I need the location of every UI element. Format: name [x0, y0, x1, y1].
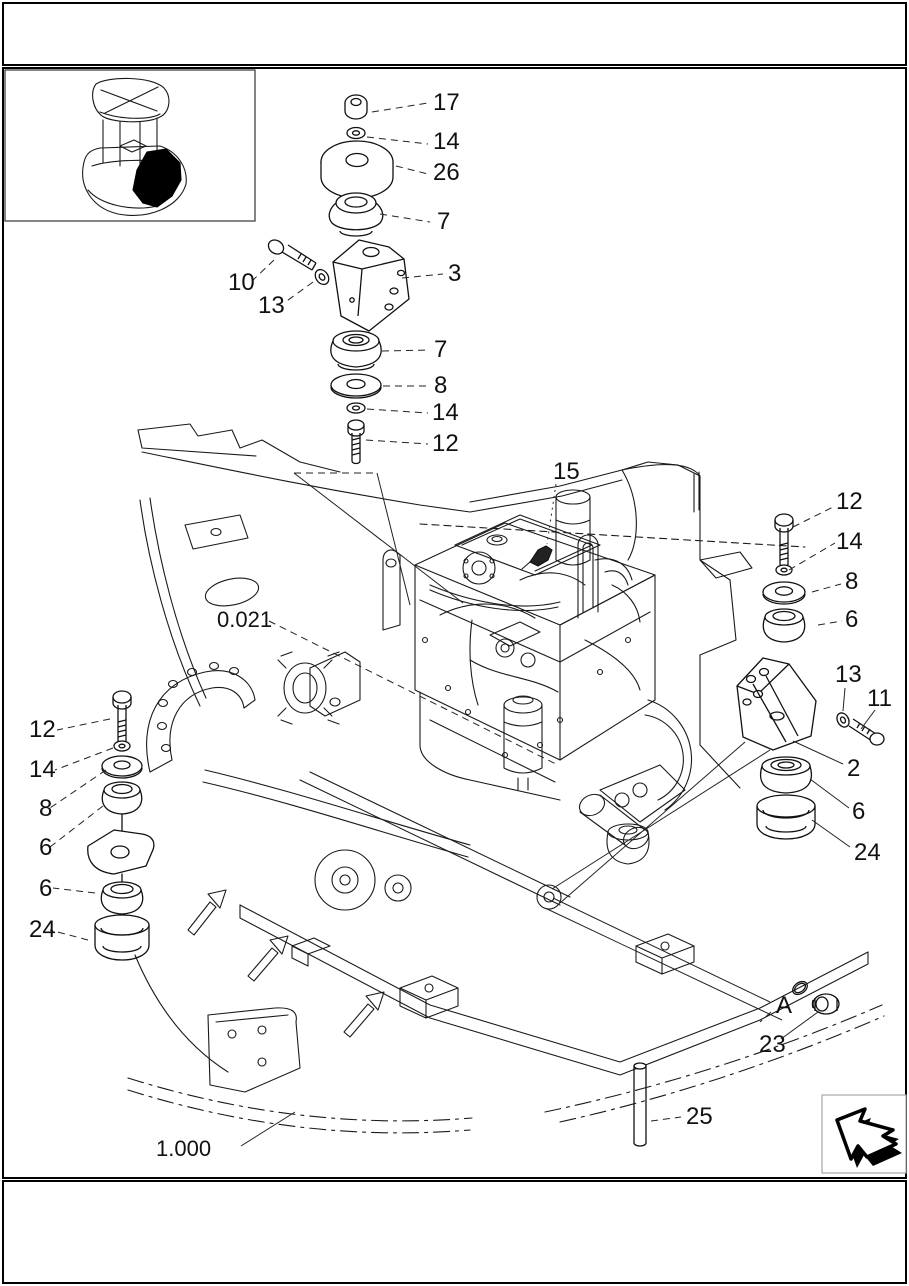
part-bracket-2 [736, 657, 817, 751]
machine-location-thumbnail [4, 69, 256, 222]
callout-14-right: 14 [836, 528, 863, 555]
part-mount-rubber-6-right [762, 608, 806, 643]
callout-14-mid: 14 [432, 399, 459, 426]
part-mount-rubber-6-right-lower [760, 756, 812, 794]
callout-6-right: 6 [845, 606, 858, 633]
part-mount-rubber-6-left-upper [101, 781, 143, 815]
leader-lines [49, 102, 876, 1147]
part-washer-14-left [113, 740, 131, 752]
left-mount-stack-parts [87, 690, 155, 961]
part-mount-rubber-6-left-lower [100, 881, 144, 915]
callout-11: 11 [867, 685, 892, 712]
header-box [2, 2, 907, 66]
nav-back-button[interactable] [821, 1094, 907, 1174]
bottom-small-parts [633, 980, 840, 1147]
right-mount-stack-parts [736, 513, 885, 840]
callout-25: 25 [686, 1103, 713, 1130]
part-damper-disc-26 [320, 140, 394, 199]
callout-3: 3 [448, 260, 461, 287]
part-washer-14-lower [346, 402, 366, 414]
callout-23: 23 [759, 1031, 786, 1058]
callout-13-upper: 13 [258, 292, 285, 319]
chassis-frame-drawing [127, 423, 885, 1134]
part-bracket-3 [332, 239, 410, 332]
part-washer-14-upper [346, 126, 366, 140]
callout-24-right: 24 [854, 839, 881, 866]
part-nut-17 [344, 94, 368, 120]
callout-8-top: 8 [434, 372, 447, 399]
part-washer-13-upper [314, 268, 330, 286]
part-washer-13-right [836, 712, 850, 728]
main-drawing-box [2, 67, 907, 1179]
callout-2: 2 [847, 755, 860, 782]
back-arrow-icon [835, 1107, 902, 1168]
callout-12-top: 12 [432, 430, 459, 457]
part-pin-25 [633, 1062, 647, 1147]
part-plug-23 [811, 993, 840, 1015]
part-washer-8-upper [330, 373, 382, 399]
callout-6-right-lower: 6 [852, 798, 865, 825]
callout-12-right: 12 [836, 488, 863, 515]
part-bolt-11 [848, 718, 885, 746]
callout-10: 10 [228, 269, 255, 296]
callout-7-lower: 7 [434, 336, 447, 363]
part-cup-24-left [94, 914, 150, 961]
part-bolt-12-upper [347, 419, 365, 465]
part-mount-rubber-7-upper [328, 192, 384, 237]
callout-17: 17 [433, 89, 460, 116]
callout-12-left: 12 [29, 716, 56, 743]
callout-26: 26 [433, 159, 460, 186]
callout-7-upper: 7 [437, 208, 450, 235]
callout-6-left-lower: 6 [39, 875, 52, 902]
part-washer-8-left [101, 755, 143, 779]
part-cup-24-right [756, 794, 816, 840]
highlighted-engine-area [132, 148, 182, 208]
callout-14-left: 14 [29, 756, 56, 783]
callout-15: 15 [553, 458, 580, 485]
part-bolt-12-right [774, 513, 794, 568]
callout-14-top: 14 [433, 128, 460, 155]
callout-13-right: 13 [835, 661, 862, 688]
part-washer-14-right [775, 564, 793, 576]
callout-labels: 17 14 26 7 3 10 13 7 8 14 12 15 12 14 8 … [29, 89, 892, 1161]
part-bolt-10 [267, 239, 317, 271]
part-oring-a [792, 980, 808, 996]
part-engine-foot-plate [87, 829, 155, 875]
top-mount-stack-parts [267, 94, 410, 465]
engine-drawing [309, 489, 692, 911]
group-ref-lower: 1.000 [156, 1136, 211, 1161]
group-ref-upper: 0.021 [217, 607, 272, 632]
callout-8-right: 8 [845, 568, 858, 595]
callout-8-left: 8 [39, 795, 52, 822]
view-letter-a: A [776, 992, 792, 1019]
part-washer-8-right [762, 581, 806, 605]
part-mount-rubber-7-lower [330, 330, 382, 371]
callout-24-left: 24 [29, 916, 56, 943]
part-bolt-12-left [112, 690, 132, 745]
footer-box [2, 1180, 907, 1284]
callout-6-left-upper: 6 [39, 834, 52, 861]
